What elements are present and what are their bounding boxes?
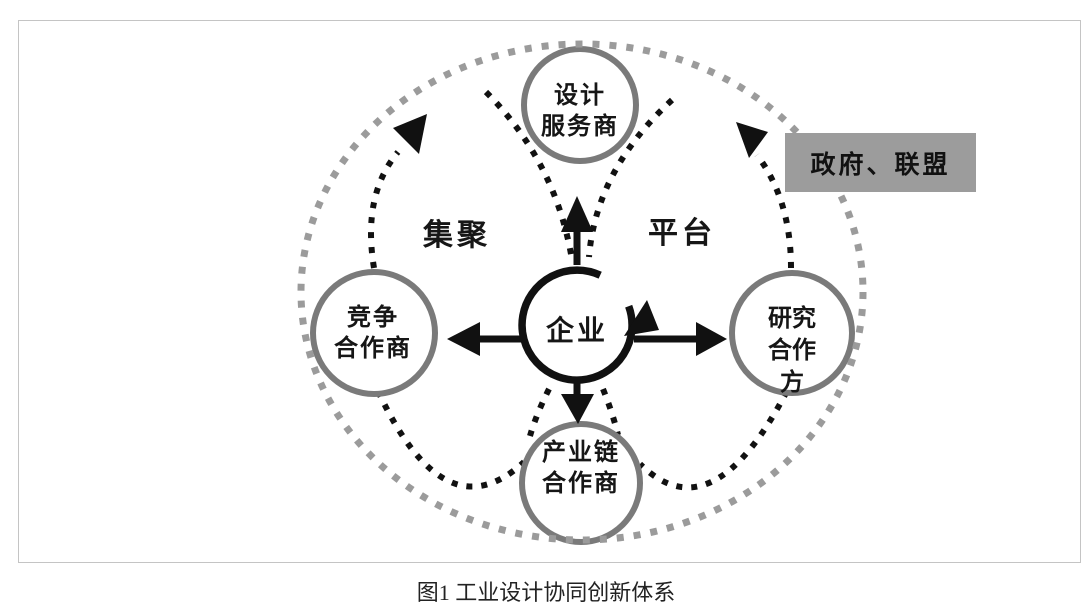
node-label-research-partner: 研究 合作 方	[722, 303, 862, 399]
node-label-industry-chain-partner: 产业链 合作商	[511, 436, 651, 500]
arrow-left-head-icon	[447, 322, 480, 356]
dotted-arc-bottom-right	[637, 389, 790, 491]
node-circle-industry-chain-partner	[519, 421, 643, 545]
node-label-line: 研究	[768, 305, 816, 332]
node-circle-design-provider	[521, 46, 639, 164]
node-label-design-provider: 设计 服务商	[510, 80, 650, 142]
node-label-line: 企业	[545, 315, 608, 346]
node-circle-research-partner	[729, 270, 855, 396]
dotted-funnel-top-right	[586, 97, 675, 258]
node-label-enterprise: 企业	[507, 303, 647, 359]
node-label-line: 设计	[554, 82, 606, 109]
node-label-line: 合作商	[542, 470, 620, 497]
dotted-arc-bottom-left	[375, 389, 527, 490]
node-label-line: 合作	[768, 337, 816, 364]
arrow-up-head-icon	[561, 196, 593, 232]
center-cycle-circle	[518, 266, 636, 384]
dotted-funnel-bottom-right	[600, 387, 621, 436]
arrow-down-head-icon	[561, 394, 594, 424]
node-label-line: 产业链	[542, 439, 620, 466]
node-circle-competitor-partner	[310, 269, 438, 397]
government-alliance-label: 政府、联盟	[810, 150, 951, 179]
center-cycle-arrowhead-icon	[624, 300, 659, 336]
node-label-line: 合作商	[334, 335, 412, 362]
arrowhead-right-up-icon	[736, 122, 768, 158]
dotted-funnel-top-left	[483, 89, 575, 261]
node-label-line: 方	[780, 369, 804, 396]
node-label-line: 竞争	[347, 304, 399, 331]
region-label-cluster: 集聚	[423, 219, 491, 252]
dotted-funnel-bottom-left	[527, 387, 552, 437]
region-label-platform: 平台	[648, 217, 716, 250]
dotted-arc-right-up	[754, 153, 794, 269]
dotted-arc-left-up	[368, 150, 401, 269]
government-alliance-box: 政府、联盟	[785, 133, 976, 192]
figure-caption: 图1 工业设计协同创新体系	[416, 580, 676, 605]
node-label-competitor-partner: 竞争 合作商	[303, 302, 443, 364]
arrow-right-head-icon	[696, 322, 727, 356]
node-label-line: 服务商	[541, 113, 619, 140]
outer-boundary-dotted-ellipse	[297, 40, 867, 544]
arrowhead-left-up-icon	[393, 114, 427, 154]
